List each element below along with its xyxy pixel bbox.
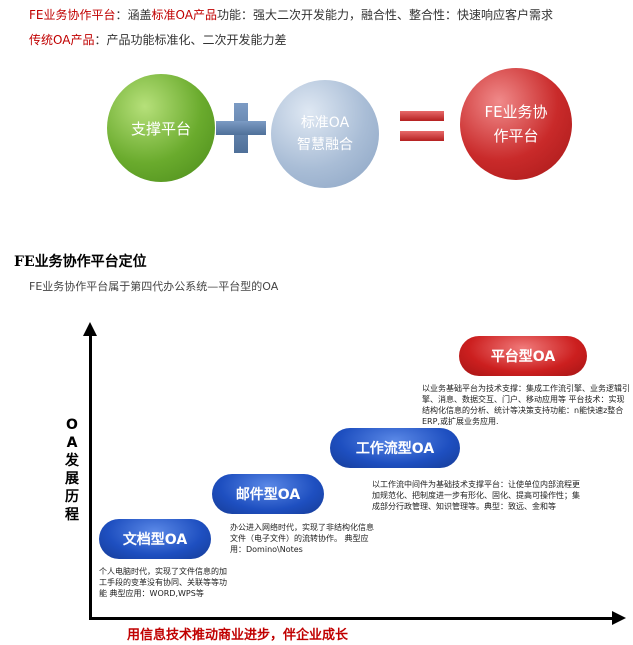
equals-icon: [400, 111, 444, 121]
x-axis-arrow-icon: [612, 611, 626, 625]
stage-platform-oa-desc: 以业务基础平台为技术支撑：集成工作流引擎、业务逻辑引擎、消息、数据交互、门户、移…: [422, 384, 630, 426]
stage-document-oa-desc: 个人电脑时代，实现了文件信息的加工手段的变革没有协同、关联等等功能 典型应用：W…: [99, 567, 227, 598]
support-platform-circle: 支撑平台: [107, 74, 215, 182]
intro-line-fe: FE业务协作平台：涵盖标准OA产品功能：强大二次开发能力，融合性、整合性：快速响…: [29, 6, 553, 23]
standard-oa-circle: 标准OA 智慧融合: [271, 80, 379, 188]
stage-mail-oa: 邮件型OA: [212, 474, 324, 514]
x-axis-label: 用信息技术推动商业进步，伴企业成长: [127, 628, 349, 643]
x-axis: [89, 617, 614, 620]
stage-platform-oa: 平台型OA: [459, 336, 587, 376]
equals-icon-bar: [400, 131, 444, 141]
y-axis-arrow-icon: [83, 322, 97, 336]
section-title: FE业务协作平台定位: [14, 254, 147, 270]
standard-oa-line2: 智慧融合: [297, 137, 353, 153]
support-platform-label: 支撑平台: [130, 119, 191, 138]
fe-desc: 功能：强大二次开发能力，融合性、整合性：快速响应客户需求: [216, 8, 553, 22]
standard-oa-line1: 标准OA: [300, 115, 350, 131]
fe-label: FE业务协作平台: [29, 8, 116, 22]
stage-document-oa: 文档型OA: [99, 519, 211, 559]
traditional-desc: ：产品功能标准化、二次开发能力差: [94, 33, 287, 47]
plus-icon-bar: [216, 121, 266, 135]
fe-platform-circle: FE业务协 作平台: [460, 68, 572, 180]
section-subtitle: FE业务协作平台属于第四代办公系统—平台型的OA: [29, 280, 279, 293]
y-axis: [89, 334, 92, 620]
fe-platform-line2: 作平台: [493, 127, 539, 145]
stage-workflow-oa-desc: 以工作流中间件为基础技术支撑平台：让使单位内部流程更加规范化、把制度进一步有形化…: [372, 480, 580, 511]
y-axis-label: OA发展历程: [65, 417, 79, 523]
standard-oa-highlight: 标准OA产品: [151, 8, 217, 22]
intro-sep: ：涵盖: [115, 8, 152, 22]
traditional-label: 传统OA产品: [29, 33, 95, 47]
intro-line-traditional: 传统OA产品：产品功能标准化、二次开发能力差: [29, 31, 286, 48]
stage-workflow-oa: 工作流型OA: [330, 428, 460, 468]
stage-mail-oa-desc: 办公进入网络时代，实现了非结构化信息文件（电子文件）的流转协作。 典型应用：Do…: [230, 523, 374, 554]
fe-platform-line1: FE业务协: [484, 103, 548, 121]
